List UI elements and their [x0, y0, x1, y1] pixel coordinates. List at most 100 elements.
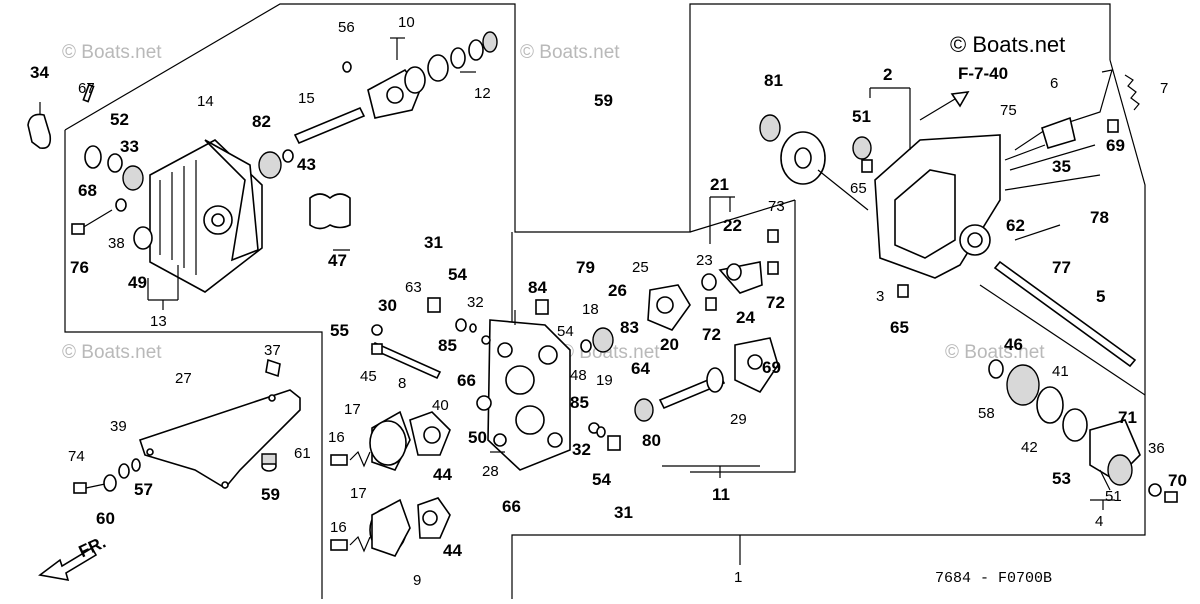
callout: 43 — [297, 155, 316, 174]
callout: 69 — [762, 358, 781, 377]
callout: 20 — [660, 335, 679, 354]
callout: 31 — [614, 503, 633, 522]
callout: 82 — [252, 112, 271, 131]
callout: 67 — [78, 80, 95, 97]
watermark: © Boats.net — [62, 342, 162, 363]
callout: 26 — [608, 281, 627, 300]
callout: 29 — [730, 411, 747, 428]
callout: 73 — [768, 198, 785, 215]
callout: 85 — [570, 393, 589, 412]
shaft-assembly — [258, 106, 366, 179]
callout: 50 — [468, 428, 487, 447]
callout: 75 — [1000, 102, 1017, 119]
callout: 36 — [1148, 440, 1165, 457]
callout: 61 — [294, 445, 311, 462]
callout: 17 — [344, 401, 361, 418]
callout: 53 — [1052, 469, 1071, 488]
callout: 63 — [405, 279, 422, 296]
callout: 62 — [1006, 216, 1025, 235]
callout: 54 — [592, 470, 611, 489]
callout: 51 — [1105, 488, 1122, 505]
callout: 72 — [702, 325, 721, 344]
callout: 23 — [696, 252, 713, 269]
callout: 56 — [338, 19, 355, 36]
diagram-code: 7684 - F0700B — [935, 570, 1052, 587]
leader-lines — [147, 37, 1146, 565]
callout: 12 — [474, 85, 491, 102]
callout: 48 — [570, 367, 587, 384]
callout: 66 — [457, 371, 476, 390]
callout: 47 — [328, 251, 347, 270]
valve-spool — [370, 297, 492, 411]
callout: 17 — [350, 485, 367, 502]
callout: 14 — [197, 93, 214, 110]
callout: 33 — [120, 137, 139, 156]
callout: 57 — [134, 480, 153, 499]
callout: 65 — [890, 318, 909, 337]
callout: 11 — [712, 485, 730, 504]
callout: 24 — [736, 308, 755, 327]
pump-upper — [330, 410, 451, 471]
stay-bracket — [73, 358, 301, 494]
callout: 59 — [261, 485, 280, 504]
center-shaft — [634, 367, 726, 422]
callout: 77 — [1052, 258, 1071, 277]
callout: 21 — [710, 175, 729, 194]
callout: 58 — [978, 405, 995, 422]
callout: 59 — [594, 91, 613, 110]
callout: 44 — [433, 465, 452, 484]
left-small-parts — [71, 83, 153, 250]
callout: 6 — [1050, 75, 1058, 92]
right-transmission-case — [852, 134, 1101, 298]
callout: 51 — [852, 107, 871, 126]
callout: 49 — [128, 273, 147, 292]
shift-arm — [27, 102, 52, 150]
callout: 19 — [596, 372, 613, 389]
callout: 32 — [467, 294, 484, 311]
right-gear — [759, 114, 869, 211]
callout: 84 — [528, 278, 547, 297]
callout: 69 — [1106, 136, 1125, 155]
callout: 13 — [150, 313, 167, 330]
callout: 71 — [1118, 408, 1137, 427]
callout: 4 — [1095, 513, 1103, 530]
callout: 76 — [70, 258, 89, 277]
callout: 3 — [876, 288, 884, 305]
callout: 54 — [448, 265, 467, 284]
front-arrow-icon: FR. — [38, 533, 109, 582]
callout: 18 — [582, 301, 599, 318]
callout: 52 — [110, 110, 129, 129]
callout: 39 — [110, 418, 127, 435]
callout: 65 — [850, 180, 867, 197]
watermark: © Boats.net — [945, 342, 1045, 363]
upper-shift-assembly — [309, 31, 498, 230]
callout: 30 — [378, 296, 397, 315]
callout: 37 — [264, 342, 281, 359]
callout: 68 — [78, 181, 97, 200]
callout: 55 — [330, 321, 349, 340]
callout: 35 — [1052, 157, 1071, 176]
callout: 70 — [1168, 471, 1187, 490]
left-transmission-case — [149, 139, 263, 293]
callout: 66 — [502, 497, 521, 516]
callout: 60 — [96, 509, 115, 528]
callout: 15 — [298, 90, 315, 107]
callout: 83 — [620, 318, 639, 337]
callout: 45 — [360, 368, 377, 385]
callout: 31 — [424, 233, 443, 252]
callout: 64 — [631, 359, 650, 378]
shift-rod — [1014, 69, 1140, 151]
center-cover — [487, 310, 571, 471]
callout: 38 — [108, 235, 125, 252]
callout: 42 — [1021, 439, 1038, 456]
callout: 54 — [557, 323, 574, 340]
pump-lower — [330, 497, 451, 557]
callout: 8 — [398, 375, 406, 392]
regulator-assembly — [535, 229, 779, 451]
assembly-boundaries — [64, 3, 1146, 599]
callout: 22 — [723, 216, 742, 235]
callout: 46 — [1004, 335, 1023, 354]
callout: 28 — [482, 463, 499, 480]
